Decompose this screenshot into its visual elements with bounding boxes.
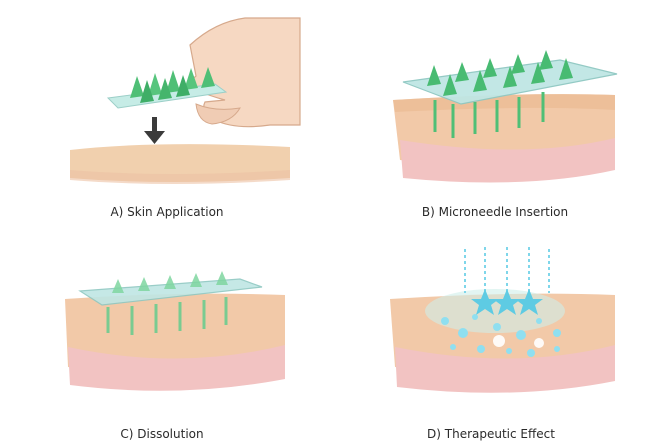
skin-layer-icon	[65, 294, 285, 391]
caption-c: C) Dissolution	[102, 427, 222, 441]
caption-d: D) Therapeutic Effect	[411, 427, 571, 441]
therapeutic-effect-illustration	[325, 221, 651, 443]
dissolution-illustration	[0, 221, 325, 443]
caption-b: B) Microneedle Insertion	[405, 205, 585, 219]
panel-microneedle-insertion: B) Microneedle Insertion	[325, 0, 651, 221]
skin-layer-icon	[393, 94, 615, 182]
panel-therapeutic-effect: D) Therapeutic Effect	[325, 221, 651, 443]
down-arrow-icon	[144, 117, 165, 144]
skin-layer-icon	[70, 144, 290, 184]
skin-application-illustration	[0, 0, 325, 221]
panel-dissolution: C) Dissolution	[0, 221, 325, 443]
caption-a: A) Skin Application	[92, 205, 242, 219]
panel-skin-application: A) Skin Application	[0, 0, 325, 221]
microneedle-insertion-illustration	[325, 0, 651, 221]
